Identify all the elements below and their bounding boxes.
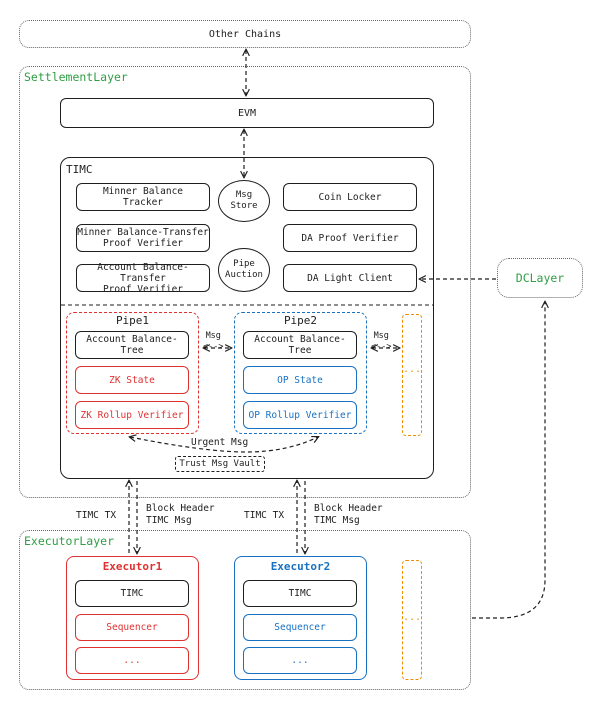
zk-state: ZK State	[75, 366, 189, 394]
executor1-more: ...	[75, 647, 189, 674]
executor-more-placeholder	[402, 560, 422, 680]
edge-executor-dclayer	[472, 302, 545, 619]
pipe2-container	[234, 312, 367, 434]
settlement-layer-label: SettlementLayer	[24, 70, 128, 84]
msg-store-node: Msg Store	[218, 180, 270, 222]
trust-msg-vault: Trust Msg Vault	[175, 456, 265, 472]
edge-urgent-msg	[130, 437, 318, 453]
evm-node: EVM	[60, 98, 434, 128]
executor1-title: Executor1	[102, 560, 163, 573]
timc-tx-label-2: TIMC TX	[244, 510, 285, 521]
pipe2-account-balance-tree: Account Balance-Tree	[243, 331, 357, 359]
executor2-more: ...	[243, 647, 357, 674]
zk-rollup-verifier: ZK Rollup Verifier	[75, 401, 189, 429]
executor2-title: Executor2	[270, 560, 331, 573]
other-chains-node: Other Chains	[19, 20, 471, 48]
op-state: OP State	[243, 366, 357, 394]
executor2-container	[234, 556, 367, 680]
pipe-more-ellipsis: ...	[402, 364, 422, 375]
account-balance-transfer-proof-verifier: Account Balance-Transfer Proof Verifier	[76, 262, 210, 295]
executor1-sequencer: Sequencer	[75, 614, 189, 641]
block-header-label-1: Block Header TIMC Msg	[146, 503, 215, 526]
pipe-auction-node: Pipe Auction	[218, 248, 270, 292]
pipe1-title: Pipe1	[115, 314, 150, 327]
executor-more-ellipsis: ...	[402, 612, 422, 623]
executor1-timc: TIMC	[75, 580, 189, 607]
pipe1-container	[66, 312, 199, 434]
da-light-client: DA Light Client	[283, 264, 417, 292]
timc-tx-label-1: TIMC TX	[76, 510, 117, 521]
minner-balance-tracker: Minner Balance Tracker	[76, 183, 210, 211]
minner-balance-transfer-proof-verifier: Minner Balance-Transfer Proof Verifier	[76, 224, 210, 252]
op-rollup-verifier: OP Rollup Verifier	[243, 401, 357, 429]
da-proof-verifier: DA Proof Verifier	[283, 224, 417, 252]
pipe2-title: Pipe2	[283, 314, 318, 327]
coin-locker: Coin Locker	[283, 183, 417, 211]
pipe1-account-balance-tree: Account Balance-Tree	[75, 331, 189, 359]
pipe-more-placeholder	[402, 314, 422, 436]
executor1-container	[66, 556, 199, 680]
executor-layer-label: ExecutorLayer	[24, 534, 115, 548]
block-header-label-2: Block Header TIMC Msg	[314, 503, 383, 526]
dc-layer-node: DCLayer	[497, 258, 583, 298]
timc-title: TIMC	[66, 163, 93, 176]
executor-layer-container	[19, 530, 471, 690]
executor2-timc: TIMC	[243, 580, 357, 607]
executor2-sequencer: Sequencer	[243, 614, 357, 641]
